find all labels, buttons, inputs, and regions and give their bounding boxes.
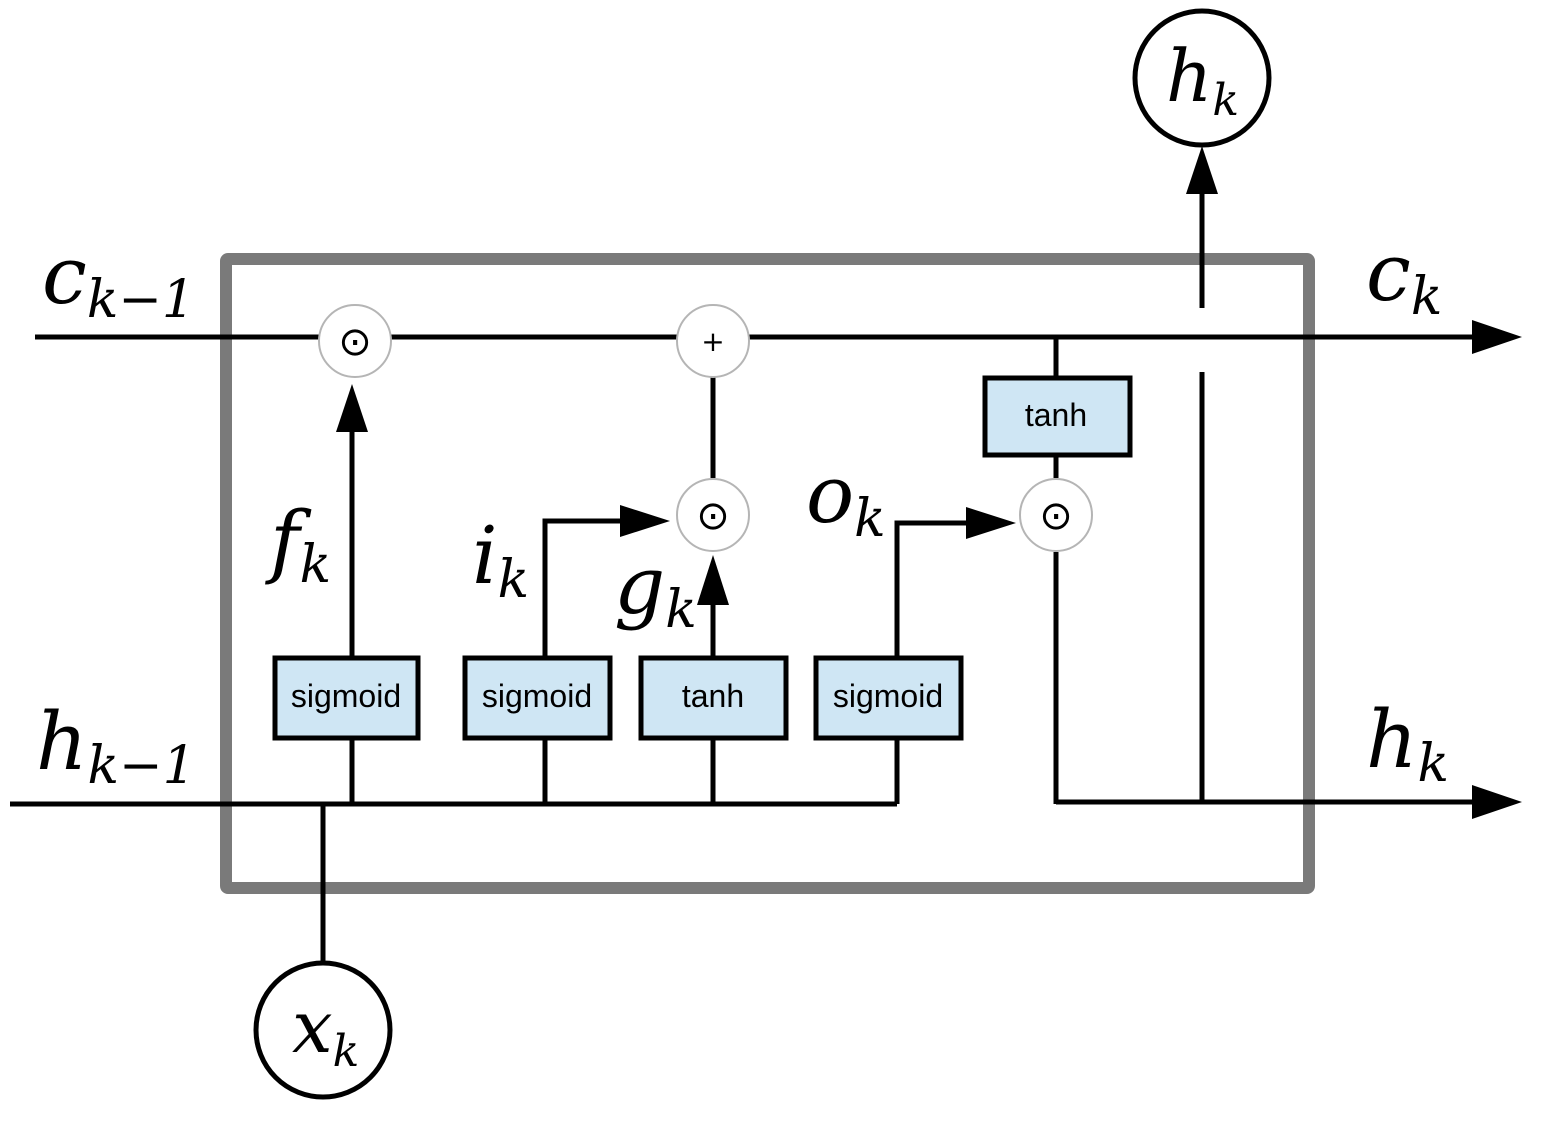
forget-arrowhead [336,384,368,432]
h-output-node: hk [1132,8,1272,148]
i-label: ik [472,509,529,610]
hidden-output-arrowhead [1472,785,1522,819]
cell-state-arrowhead [1472,320,1522,354]
output-gate-output-line [894,520,975,658]
input-gate-output-line [542,518,630,658]
forget-gate-label: sigmoid [291,678,401,714]
output-gate-box: sigmoid [813,655,964,741]
candidate-gate-label: tanh [682,678,744,714]
output-gate-arrowhead [966,507,1016,539]
forget-multiply-node: ⊙ [318,304,392,378]
g-label: gk [614,539,697,640]
add-node: + [676,304,750,378]
add-symbol: + [701,325,724,358]
input-multiply-node: ⊙ [676,478,750,552]
forget-gate-box: sigmoid [272,655,421,741]
cell-frame [220,253,1315,894]
input-gate-arrowhead [620,505,670,537]
h-top-sub: k [1212,75,1239,126]
cell-tanh-label: tanh [1025,397,1087,433]
svg-text:hk: hk [1166,34,1239,126]
output-gate-label: sigmoid [833,678,943,714]
multiply-symbol: ⊙ [1039,493,1073,539]
multiply-symbol: ⊙ [338,319,372,365]
cell-tanh-box: tanh [982,375,1133,458]
x-sub: k [333,1026,360,1077]
h-top-arrowhead [1186,146,1218,194]
o-label: ok [806,448,886,549]
input-gate-label: sigmoid [482,678,592,714]
svg-text:xk: xk [292,985,359,1077]
multiply-symbol: ⊙ [696,493,730,539]
candidate-arrowhead [697,555,729,605]
h-prev-label: hk−1 [36,695,196,796]
f-label: fk [265,494,331,595]
input-gate-box: sigmoid [462,655,613,741]
c-next-label: ck [1366,226,1442,327]
x-base: x [292,985,333,1069]
x-input-node: xk [253,960,393,1100]
h-next-label: hk [1366,693,1449,794]
output-multiply-node: ⊙ [1019,478,1093,552]
h-top-base: h [1166,34,1212,118]
c-prev-label: ck−1 [42,229,195,330]
candidate-gate-box: tanh [638,655,789,741]
